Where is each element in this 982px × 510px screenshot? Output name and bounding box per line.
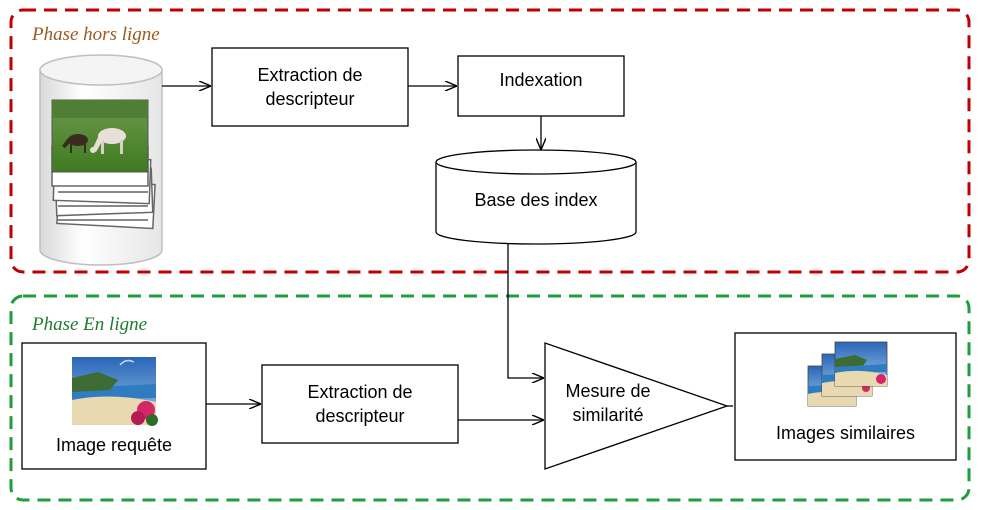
online-phase-frame: [9, 294, 971, 502]
image-database-cylinder: [39, 54, 163, 266]
beach-photo: [72, 357, 158, 426]
offline-phase-label: Phase hors ligne: [32, 24, 160, 45]
offline-extraction-box: [211, 47, 409, 127]
index-base-label: Base des index: [474, 190, 598, 210]
offline-phase-frame: [9, 8, 971, 274]
indexation-box: [457, 55, 625, 117]
horse-photo: [51, 99, 149, 173]
similarity-triangle: [544, 342, 729, 470]
offline-extraction-label: Extraction de descripteur: [257, 65, 363, 109]
query-image-label: Image requête: [55, 435, 173, 455]
online-phase-label: Phase En ligne: [32, 314, 148, 335]
photo-stack-icon: [51, 99, 156, 230]
indexation-label: Indexation: [499, 70, 583, 90]
index-base-cylinder: [435, 149, 637, 245]
similarity-label: Mesure de similarité: [565, 381, 651, 425]
arrow-index-base-to-similarity: [507, 244, 543, 378]
online-extraction-label: Extraction de descripteur: [307, 382, 413, 426]
similar-photos-stack: [807, 341, 888, 407]
similar-images-label: Images similaires: [775, 423, 916, 443]
online-extraction-box: [261, 364, 459, 444]
